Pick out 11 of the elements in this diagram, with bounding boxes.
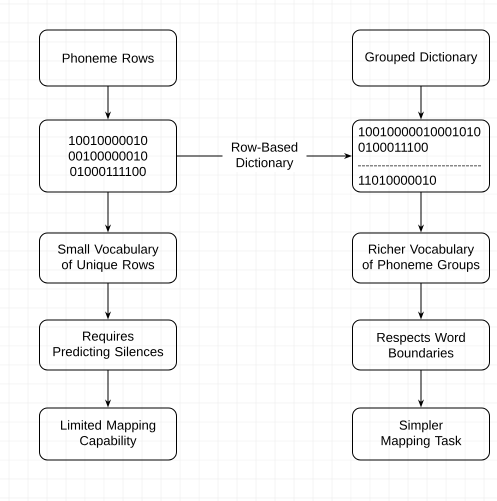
process-box: Respects Word Boundaries bbox=[352, 320, 490, 370]
process-box: 10010000010001010 0100011100 11010000010 bbox=[352, 120, 490, 192]
edge-label: Row-Based Dictionary bbox=[222, 140, 306, 172]
process-box: Richer Vocabulary of Phoneme Groups bbox=[352, 232, 490, 284]
process-box: Simpler Mapping Task bbox=[352, 408, 490, 460]
process-box: Requires Predicting Silences bbox=[39, 320, 177, 370]
process-box: Small Vocabulary of Unique Rows bbox=[39, 232, 177, 284]
process-box: Grouped Dictionary bbox=[352, 30, 490, 86]
process-box: Phoneme Rows bbox=[39, 30, 177, 86]
process-box: 10010000010 00100000010 01000111100 bbox=[39, 120, 177, 192]
process-box: Limited Mapping Capability bbox=[39, 408, 177, 460]
